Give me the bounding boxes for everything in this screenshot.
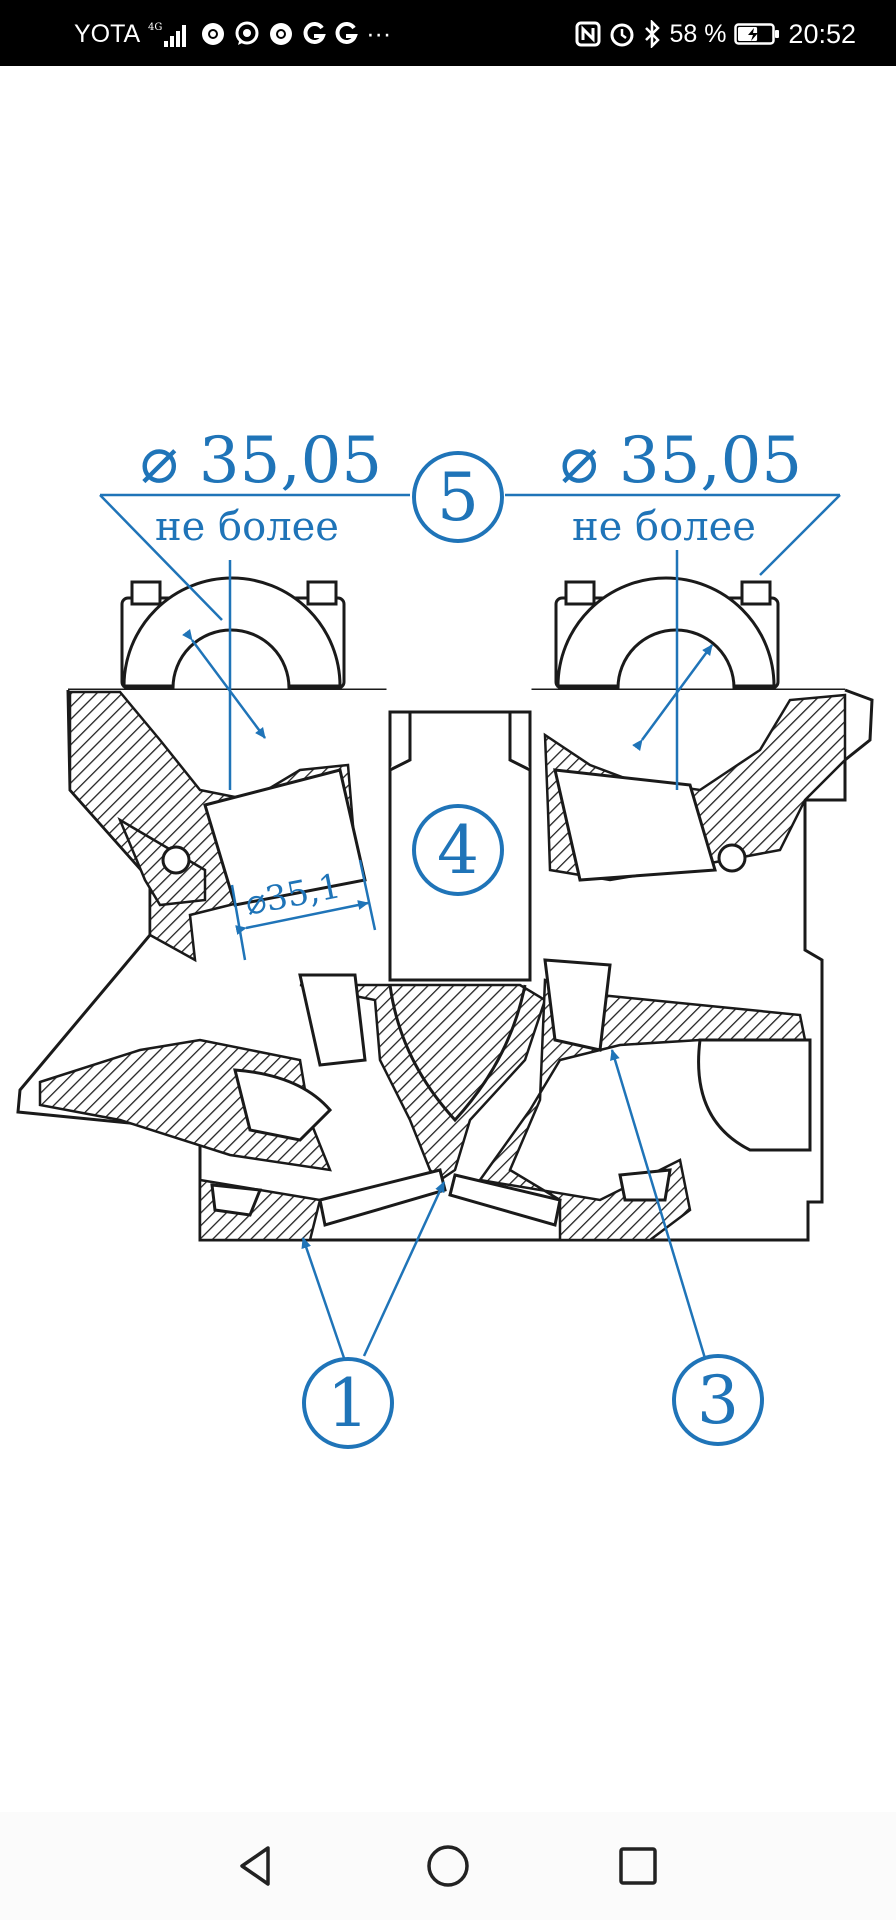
network-type-label: 4G — [148, 22, 162, 33]
callout-4-circle — [412, 804, 504, 896]
chrome-icon-2 — [268, 21, 294, 47]
dim-right-label: ⌀ 35,05 — [560, 424, 802, 498]
status-right: 58 % 20:52 — [575, 18, 856, 50]
status-bar: YOTA 4G ··· — [0, 0, 896, 66]
dim-left-label: ⌀ 35,05 — [140, 424, 382, 498]
home-icon — [427, 1845, 469, 1887]
alarm-icon — [609, 21, 635, 47]
callout-circles — [302, 451, 764, 1449]
dim-right-note: не более — [572, 504, 756, 550]
signal-icon: 4G — [148, 19, 192, 49]
status-left: YOTA 4G ··· — [74, 18, 391, 50]
more-notifications-label: ··· — [366, 19, 392, 48]
home-button[interactable] — [418, 1836, 478, 1896]
dim-left-note: не более — [155, 504, 339, 550]
dimension-annotations — [99, 493, 841, 1366]
callout-3-label: 3 — [697, 1362, 739, 1439]
battery-percent: 58 % — [669, 19, 727, 48]
recents-icon — [619, 1847, 657, 1885]
callout-1-circle — [302, 1357, 394, 1449]
callout-5-label: 5 — [437, 459, 479, 536]
callout-3-circle — [672, 1354, 764, 1446]
nfc-icon — [575, 21, 601, 47]
battery-icon — [734, 22, 780, 46]
bluetooth-icon — [643, 20, 661, 48]
carrier-label: YOTA — [74, 19, 141, 48]
callout-4-label: 4 — [437, 812, 479, 889]
callout-1-label: 1 — [327, 1365, 369, 1442]
navigation-bar — [0, 1812, 896, 1920]
whatsapp-icon — [234, 21, 260, 47]
cylinder-head-drawing: ⌀ 35,05 не более ⌀ 35,05 не более ⌀35,1 … — [16, 424, 874, 1449]
image-viewer[interactable]: ⌀ 35,05 не более ⌀ 35,05 не более ⌀35,1 … — [0, 66, 896, 1812]
back-button[interactable] — [226, 1836, 286, 1896]
google-icon — [302, 21, 327, 47]
chrome-icon — [200, 21, 226, 47]
recents-button[interactable] — [608, 1836, 668, 1896]
clock: 20:52 — [788, 18, 856, 49]
google-icon-2 — [334, 21, 359, 47]
callout-5-circle — [412, 451, 504, 543]
back-icon — [240, 1846, 270, 1886]
